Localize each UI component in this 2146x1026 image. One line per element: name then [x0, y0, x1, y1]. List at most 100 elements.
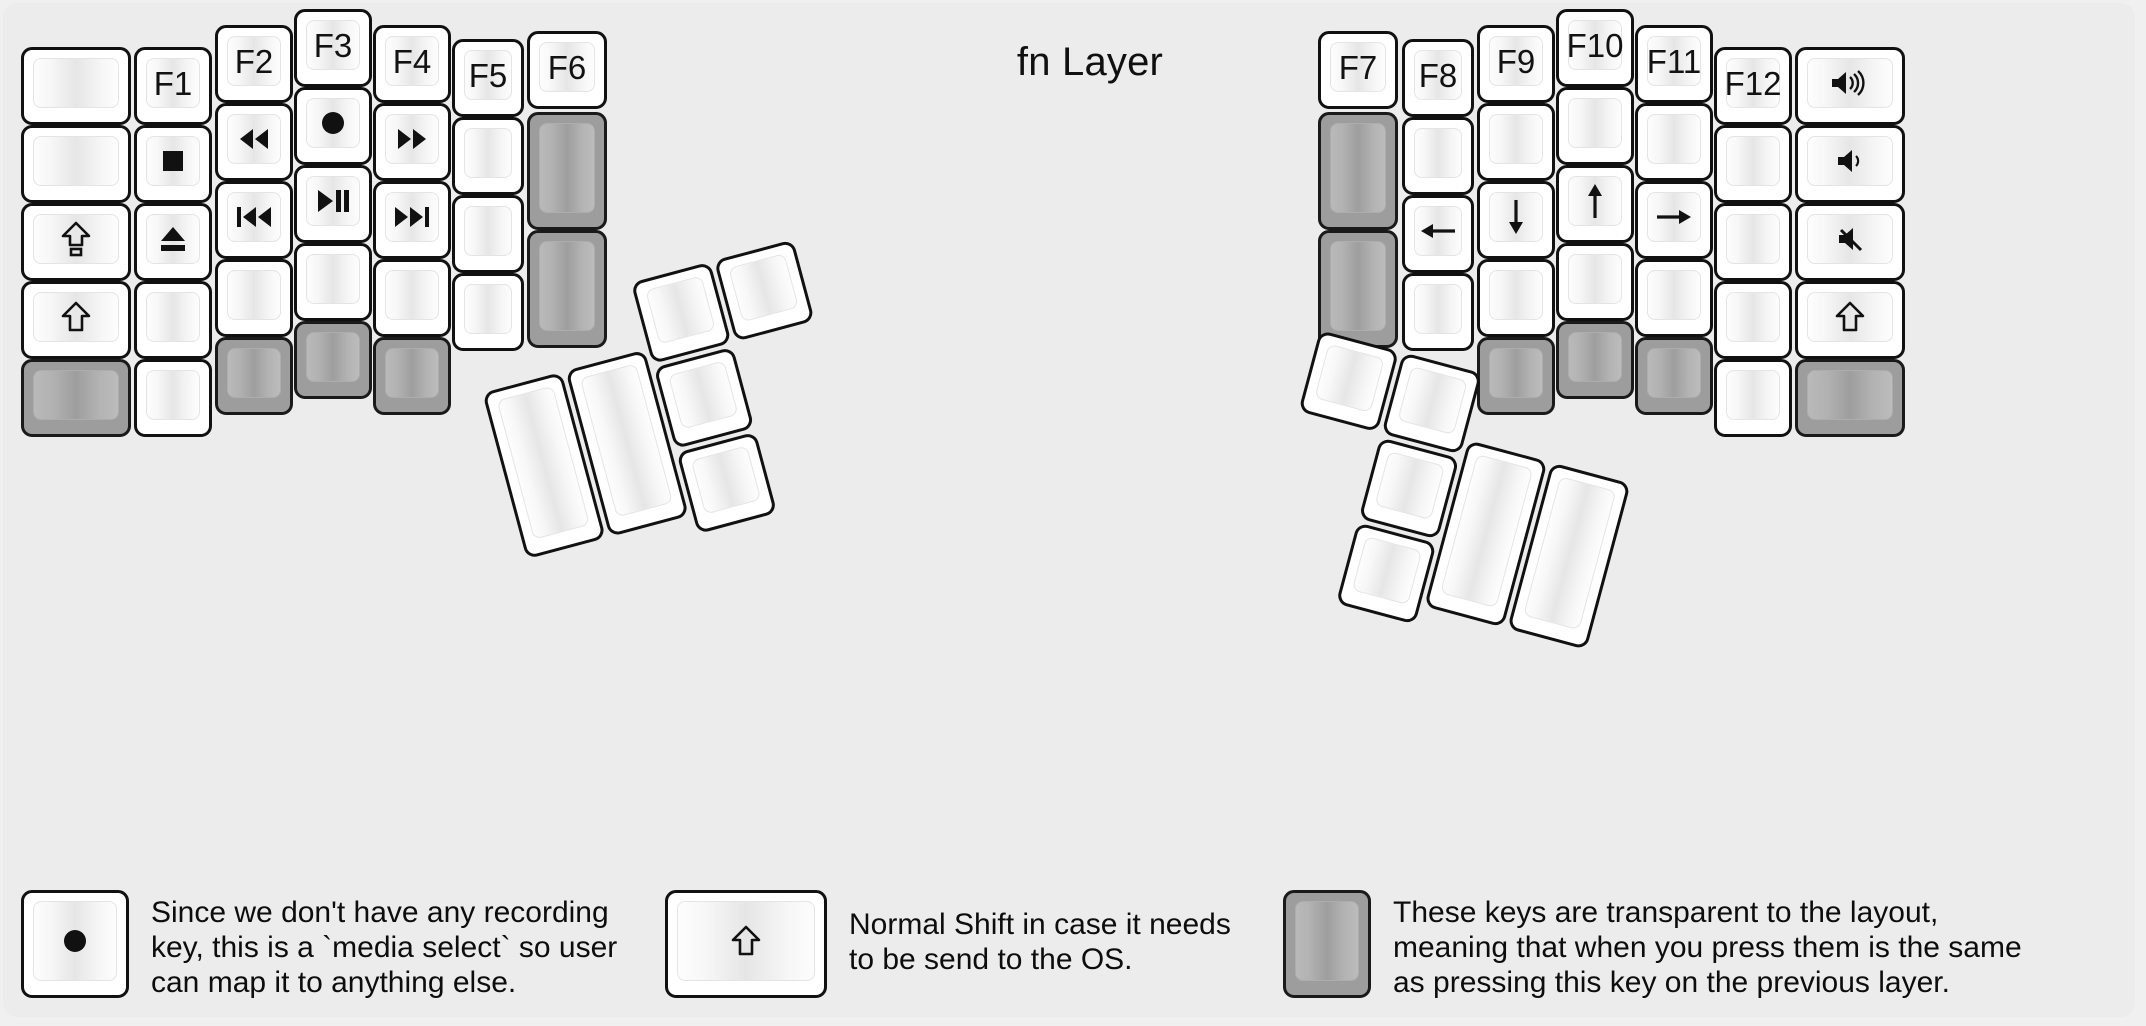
col-ring-key-4[interactable]: [215, 259, 293, 337]
col-pinky-key-3[interactable]: [134, 203, 212, 281]
arrow-down-icon: [1480, 184, 1552, 256]
legend-transparent: These keys are transparent to the layout…: [1283, 890, 2022, 1000]
keycap-label: F10: [1566, 26, 1624, 64]
col-pinky-outer-key-5[interactable]: [21, 359, 131, 437]
col-ring-r-key-2[interactable]: [1556, 87, 1634, 165]
keycap-label: [1405, 276, 1471, 348]
keycap-surface: [33, 370, 119, 420]
keycap-surface: [1414, 50, 1462, 100]
col-index-key-2[interactable]: [373, 103, 451, 181]
col-pinky-outer-key-2[interactable]: [21, 125, 131, 203]
keycap-surface: [1726, 58, 1780, 108]
col-index-key-5[interactable]: [373, 337, 451, 415]
legend-transparent-swatch: [1283, 890, 1371, 998]
col-pinky-outer-r-key-1[interactable]: F12: [1714, 47, 1792, 125]
col-middle-r-key-2[interactable]: [1477, 103, 1555, 181]
col-outer-r-key-5[interactable]: [1795, 359, 1905, 437]
arrow-left-icon: [1405, 198, 1471, 270]
keycap-label: F8: [1418, 56, 1458, 94]
media-next-track-icon: [376, 184, 448, 256]
col-pinky-key-4[interactable]: [134, 281, 212, 359]
keycap-label: [218, 340, 290, 412]
keycap-label: [1362, 441, 1456, 536]
col-middle-key-5[interactable]: [294, 321, 372, 399]
col-index-inner-r-key-1[interactable]: F7: [1318, 31, 1398, 109]
keycap-surface: [306, 20, 360, 70]
col-pinky-outer-r-key-2[interactable]: [1714, 125, 1792, 203]
col-ring-key-3[interactable]: [215, 181, 293, 259]
col-pinky-outer-key-1[interactable]: [21, 47, 131, 125]
col-middle-key-4[interactable]: [294, 243, 372, 321]
col-outer-r-key-3[interactable]: [1795, 203, 1905, 281]
volume-down-icon: [1798, 128, 1902, 200]
col-pinky-key-1[interactable]: F1: [134, 47, 212, 125]
col-pinky-outer-key-3[interactable]: [21, 203, 131, 281]
col-pinky-outer-r-key-5[interactable]: [1714, 359, 1792, 437]
col-index-key-1[interactable]: F4: [373, 25, 451, 103]
col-ring-r-key-5[interactable]: [1556, 321, 1634, 399]
col-pinky-r-key-5[interactable]: [1635, 337, 1713, 415]
col-index-inner-key-3[interactable]: [452, 195, 524, 273]
col-inner-key-1[interactable]: F6: [527, 31, 607, 109]
col-pinky-key-2[interactable]: [134, 125, 212, 203]
legend-transparent-text: These keys are transparent to the layout…: [1393, 896, 2022, 999]
col-inner-tall-key-2[interactable]: [527, 230, 607, 348]
keycap-surface: [1330, 42, 1386, 92]
col-middle-r-key-1[interactable]: F9: [1477, 25, 1555, 103]
col-middle-r-key-4[interactable]: [1477, 259, 1555, 337]
col-pinky-outer-r-key-4[interactable]: [1714, 281, 1792, 359]
col-middle-key-2[interactable]: [294, 87, 372, 165]
col-middle-key-3[interactable]: [294, 165, 372, 243]
keycap-surface: [1726, 292, 1780, 342]
col-pinky-r-key-3[interactable]: [1635, 181, 1713, 259]
col-outer-r-key-4[interactable]: [1795, 281, 1905, 359]
col-middle-r-key-5[interactable]: [1477, 337, 1555, 415]
legend-record: Since we don't have any recording key, t…: [21, 890, 617, 1000]
col-middle-key-1[interactable]: F3: [294, 9, 372, 87]
col-ring-key-2[interactable]: [215, 103, 293, 181]
col-outer-r-key-2[interactable]: [1795, 125, 1905, 203]
keycap-surface: [1807, 370, 1893, 420]
col-index-inner-r-tall-key-2[interactable]: [1318, 230, 1398, 348]
keycap-label: [718, 243, 812, 338]
col-index-inner-key-2[interactable]: [452, 117, 524, 195]
keycap-label: [1559, 90, 1631, 162]
col-ring-r-key-3[interactable]: [1556, 165, 1634, 243]
col-ring-key-5[interactable]: [215, 337, 293, 415]
col-pinky-outer-key-4[interactable]: [21, 281, 131, 359]
keycap-surface: [385, 36, 439, 86]
col-index-r-key-3[interactable]: [1402, 195, 1474, 273]
keycap-label: F4: [392, 42, 432, 80]
col-pinky-key-5[interactable]: [134, 359, 212, 437]
col-middle-r-key-3[interactable]: [1477, 181, 1555, 259]
col-index-inner-r-tall-key-1[interactable]: [1318, 112, 1398, 230]
col-index-r-key-2[interactable]: [1402, 117, 1474, 195]
keycap-surface: [1330, 123, 1386, 213]
col-index-r-key-1[interactable]: F8: [1402, 39, 1474, 117]
col-inner-tall-key-1[interactable]: [527, 112, 607, 230]
col-ring-r-key-4[interactable]: [1556, 243, 1634, 321]
eject-icon: [137, 206, 209, 278]
keycap-label: F11: [1646, 42, 1702, 80]
col-pinky-outer-r-key-3[interactable]: [1714, 203, 1792, 281]
keycap-label: [530, 115, 604, 227]
col-pinky-r-key-4[interactable]: [1635, 259, 1713, 337]
media-fastforward-icon: [376, 106, 448, 178]
col-ring-key-1[interactable]: F2: [215, 25, 293, 103]
col-index-r-key-4[interactable]: [1402, 273, 1474, 351]
col-index-key-3[interactable]: [373, 181, 451, 259]
col-index-inner-key-4[interactable]: [452, 273, 524, 351]
col-index-inner-key-1[interactable]: F5: [452, 39, 524, 117]
legend-shift-swatch: [665, 890, 827, 998]
keycap-surface: [539, 241, 595, 331]
col-ring-r-key-1[interactable]: F10: [1556, 9, 1634, 87]
keycap-label: [376, 340, 448, 412]
col-outer-r-key-1[interactable]: [1795, 47, 1905, 125]
keycap-label: [1321, 115, 1395, 227]
keycap-surface: [1568, 332, 1622, 382]
keycap-label: [1385, 356, 1479, 451]
col-pinky-r-key-1[interactable]: F11: [1635, 25, 1713, 103]
keycap-label: F5: [468, 56, 508, 94]
col-pinky-r-key-2[interactable]: [1635, 103, 1713, 181]
col-index-key-4[interactable]: [373, 259, 451, 337]
